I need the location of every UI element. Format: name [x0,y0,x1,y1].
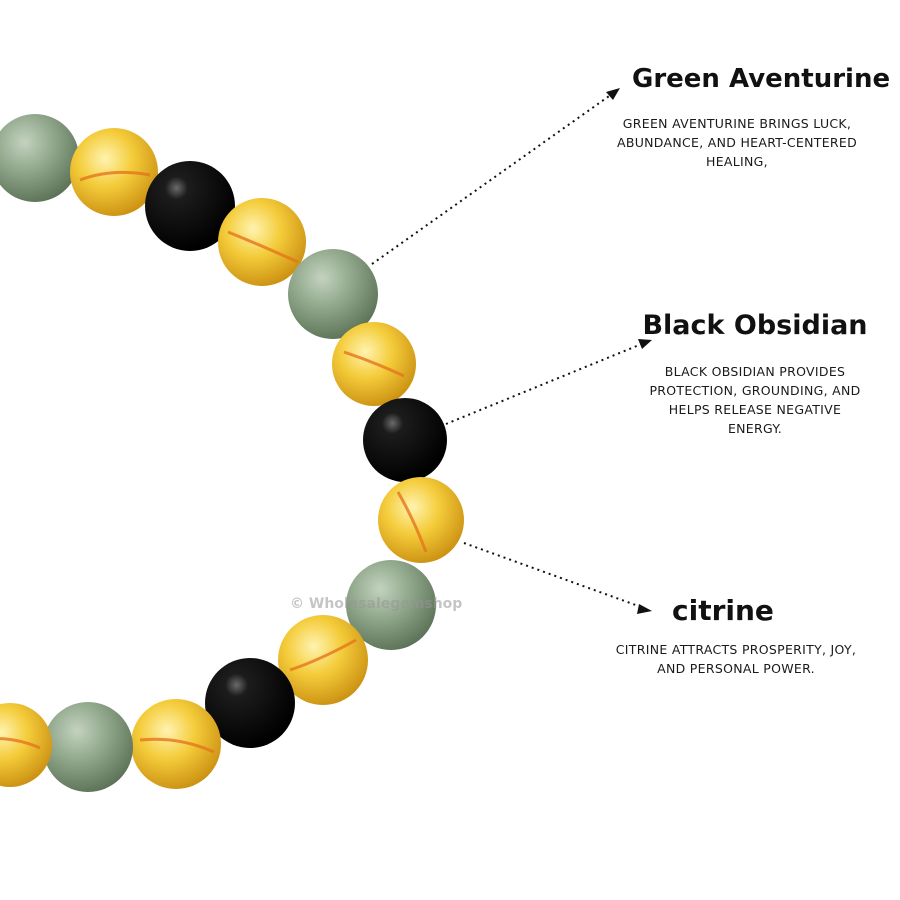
bead-aventurine [346,560,436,650]
bead-citrine [70,128,158,216]
gemstone-description-citrine: CITRINE ATTRACTS PROSPERITY, JOY, AND PE… [615,642,857,676]
bead-aventurine [0,114,79,202]
bead-aventurine [43,702,133,792]
gemstone-description-aventurine: GREEN AVENTURINE BRINGS LUCK, ABUNDANCE,… [616,116,858,169]
gemstone-title-citrine: citrine [672,594,774,627]
bead-citrine [218,198,306,286]
bead-citrine [332,322,416,406]
gemstone-description-obsidian: BLACK OBSIDIAN PROVIDES PROTECTION, GROU… [649,364,861,436]
bead-citrine [278,615,368,705]
pointer-arrow-obsidian [445,339,652,425]
bead-obsidian [205,658,295,748]
gemstone-title-obsidian: Black Obsidian [642,310,868,341]
bead-obsidian [145,161,235,251]
bead-obsidian [363,398,447,482]
bead-citrine [0,703,52,787]
bead-aventurine [288,249,378,339]
pointer-arrow-aventurine [371,88,620,265]
gemstone-title-aventurine: Green Aventurine [632,64,891,94]
watermark: © Wholesalegemshop [290,596,463,612]
pointer-arrow-citrine [463,542,652,614]
bead-citrine [131,699,221,789]
bead-citrine [378,477,464,563]
